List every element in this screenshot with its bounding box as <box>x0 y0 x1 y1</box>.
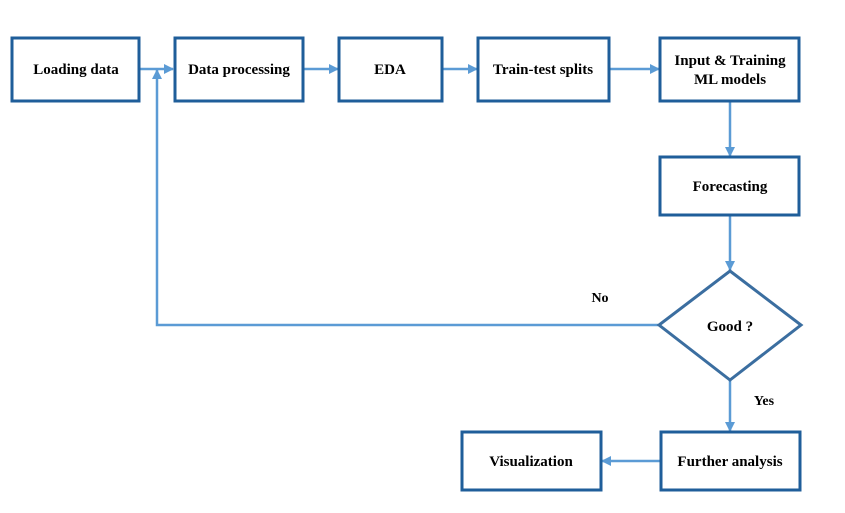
label-train-test-splits: Train-test splits <box>493 62 593 78</box>
node-forecasting <box>658 155 801 217</box>
node-loading-data <box>10 36 141 103</box>
label-input-training-line2: ML models <box>694 72 766 88</box>
node-further-analysis <box>659 430 802 492</box>
edge-label-no: No <box>591 291 608 306</box>
label-loading-data: Loading data <box>33 62 119 78</box>
label-decision-good: Good ? <box>707 319 753 335</box>
label-data-processing: Data processing <box>188 62 290 78</box>
arrow-decision-no-loop-back <box>152 69 658 327</box>
label-forecasting: Forecasting <box>693 179 768 195</box>
edge-label-yes: Yes <box>754 394 775 409</box>
node-input-training <box>658 36 801 103</box>
label-eda: EDA <box>374 62 406 78</box>
label-input-training-line1: Input & Training <box>674 53 786 69</box>
label-further-analysis: Further analysis <box>677 454 782 470</box>
node-visualization <box>460 430 603 492</box>
node-data-processing <box>173 36 305 103</box>
node-train-test-splits <box>476 36 611 103</box>
label-visualization: Visualization <box>489 454 573 470</box>
node-decision-good <box>656 269 804 382</box>
node-eda <box>337 36 444 103</box>
